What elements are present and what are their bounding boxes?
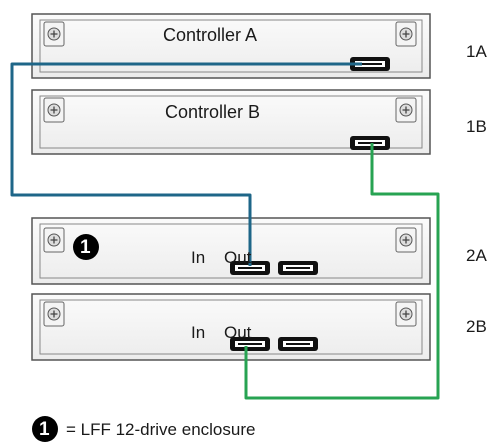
- enclosure-2b-chassis: [31, 293, 431, 361]
- enclosure-2a-chassis: [31, 217, 431, 285]
- enclosure-2b-in-label: In: [191, 323, 206, 342]
- sas-port-icon: [350, 136, 390, 150]
- side-label-2b: 2B: [466, 317, 487, 336]
- screw-icon: [43, 227, 65, 253]
- screw-icon: [395, 227, 417, 253]
- blue-sas-cable: [10, 62, 362, 266]
- side-label-1a: 1A: [466, 42, 487, 61]
- legend-badge-icon: [32, 416, 58, 442]
- sas-port-out-icon: [278, 261, 318, 275]
- sas-port-out-icon: [278, 337, 318, 351]
- controller-a-label: Controller A: [163, 25, 258, 45]
- controller-b-label: Controller B: [165, 102, 261, 122]
- legend-badge-number: 1: [39, 419, 50, 440]
- screw-icon: [43, 97, 65, 123]
- controller-b-chassis: [31, 89, 431, 155]
- callout-badge-icon: [73, 234, 99, 260]
- legend-text: = LFF 12-drive enclosure: [66, 420, 256, 439]
- screw-icon: [43, 21, 65, 47]
- screw-icon: [395, 301, 417, 327]
- screw-icon: [395, 97, 417, 123]
- side-label-2a: 2A: [466, 246, 487, 265]
- green-sas-cable: [244, 143, 440, 400]
- enclosure-2a-out-label: Out: [224, 248, 252, 267]
- enclosure-2b-out-label: Out: [224, 323, 252, 342]
- enclosure-2a-badge-number: 1: [80, 237, 91, 258]
- screw-icon: [395, 21, 417, 47]
- controller-a-chassis: [31, 13, 431, 79]
- screw-icon: [43, 301, 65, 327]
- enclosure-2a-in-label: In: [191, 248, 206, 267]
- side-label-1b: 1B: [466, 117, 487, 136]
